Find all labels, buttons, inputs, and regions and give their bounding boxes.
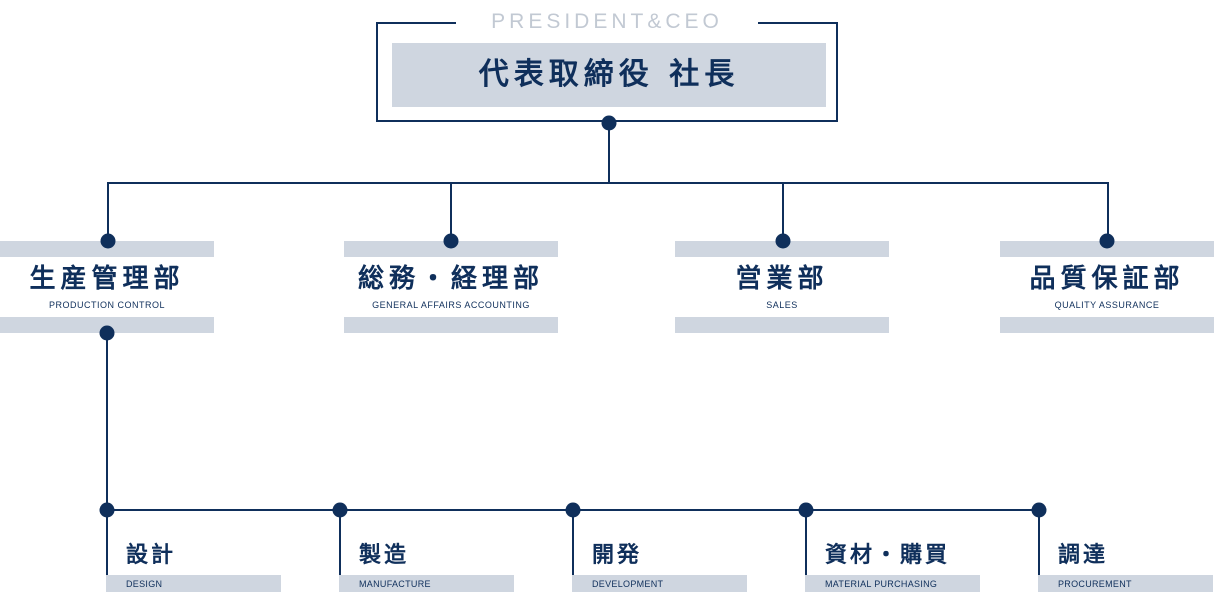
sub-dept-name-en: MANUFACTURE <box>359 579 431 589</box>
dept-bar-bottom <box>344 317 558 333</box>
dept-dot-quality-top <box>1099 233 1115 249</box>
sub-dept-name-en: DESIGN <box>126 579 163 589</box>
sub-drop-line-manufacture <box>339 509 341 592</box>
department-quality-assurance: 品質保証部 QUALITY ASSURANCE <box>1000 241 1214 333</box>
sub-dot-material <box>798 502 814 518</box>
dept-dot-general-affairs-top <box>443 233 459 249</box>
dept-bar-top <box>344 241 558 257</box>
dept-drop-line-general-affairs <box>450 182 452 241</box>
dept-name-en: GENERAL AFFAIRS ACCOUNTING <box>372 300 530 310</box>
production-to-sub-line <box>106 333 108 510</box>
department-production-control: 生産管理部 PRODUCTION CONTROL <box>0 241 214 333</box>
sub-dept-name: 資材・購買 <box>825 543 951 568</box>
dept-bar-top <box>675 241 889 257</box>
sub-dept-name: 設計 <box>126 543 177 568</box>
sub-dept-name-en: PROCUREMENT <box>1058 579 1132 589</box>
sub-department-procurement: 調達 PROCUREMENT <box>1038 536 1213 592</box>
sub-dept-name: 調達 <box>1058 543 1109 568</box>
sub-department-design: 設計 DESIGN <box>106 536 281 592</box>
sub-drop-line-material <box>805 509 807 592</box>
dept-name: 品質保証部 <box>1029 264 1185 294</box>
dept-name-en: PRODUCTION CONTROL <box>48 300 165 310</box>
dept-drop-line-sales <box>782 182 784 241</box>
sub-drop-line-development <box>572 509 574 592</box>
sub-drop-line-design <box>106 509 108 592</box>
department-general-affairs: 総務・経理部 GENERAL AFFAIRS ACCOUNTING <box>344 241 558 333</box>
dept-bar-top <box>1000 241 1214 257</box>
sub-dept-bar <box>1038 575 1213 592</box>
dept-dot-production-bottom <box>99 325 115 341</box>
sub-dot-procurement <box>1031 502 1047 518</box>
sub-dept-bar <box>572 575 747 592</box>
ceo-connector-dot <box>601 115 617 131</box>
sub-dept-bar <box>339 575 514 592</box>
ceo-label-en: PRESIDENT&CEO <box>456 8 758 36</box>
sub-department-material-purchasing: 資材・購買 MATERIAL PURCHASING <box>805 536 980 592</box>
dept-name: 営業部 <box>735 264 829 294</box>
dept-name-en: SALES <box>766 300 798 310</box>
dept-dot-sales-top <box>775 233 791 249</box>
dept-name-en: QUALITY ASSURANCE <box>1054 300 1160 310</box>
dept-bar-bottom <box>675 317 889 333</box>
dept-drop-line-quality <box>1107 182 1109 241</box>
sub-dot-manufacture <box>332 502 348 518</box>
sub-drop-line-procurement <box>1038 509 1040 592</box>
dept-bar-top <box>0 241 214 257</box>
sub-dept-bar <box>805 575 980 592</box>
sub-dot-design <box>99 502 115 518</box>
sub-dept-name: 開発 <box>592 543 643 568</box>
sub-dept-name: 製造 <box>359 543 410 568</box>
sub-dept-bar <box>106 575 281 592</box>
sub-dept-name-en: DEVELOPMENT <box>592 579 664 589</box>
sub-department-manufacture: 製造 MANUFACTURE <box>339 536 514 592</box>
dept-name: 生産管理部 <box>29 264 185 294</box>
dept-bar-bottom <box>0 317 214 333</box>
sub-dot-development <box>565 502 581 518</box>
dept-name: 総務・経理部 <box>357 264 544 294</box>
department-sales: 営業部 SALES <box>675 241 889 333</box>
department-horizontal-line <box>107 182 1108 184</box>
dept-dot-production-top <box>100 233 116 249</box>
sub-dept-name-en: MATERIAL PURCHASING <box>825 579 938 589</box>
dept-drop-line-production <box>107 182 109 241</box>
sub-department-development: 開発 DEVELOPMENT <box>572 536 747 592</box>
ceo-title: 代表取締役 社長 <box>392 43 826 107</box>
dept-bar-bottom <box>1000 317 1214 333</box>
ceo-connector-line <box>608 122 610 183</box>
